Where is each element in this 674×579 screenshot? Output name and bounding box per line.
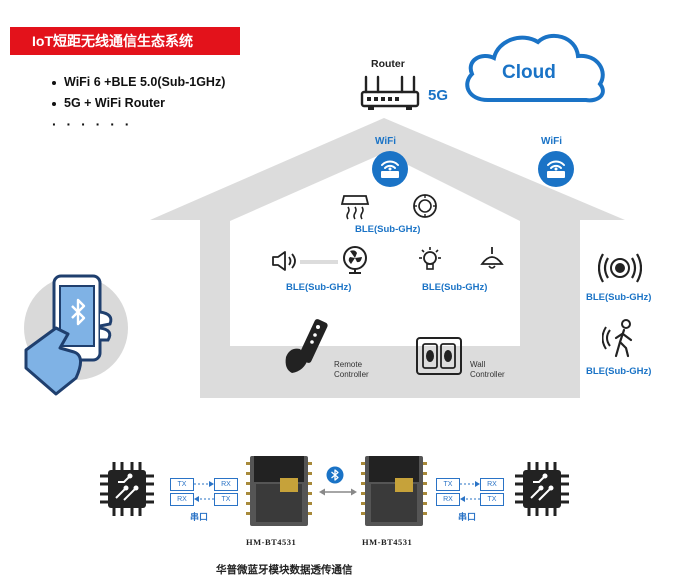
mcu-chip-icon — [515, 462, 569, 516]
washing-machine-icon — [413, 194, 437, 218]
fan-icon — [343, 246, 367, 274]
bluetooth-module-icon — [361, 456, 427, 526]
motion-sensor-icon — [602, 319, 633, 358]
router-icon — [360, 75, 420, 110]
tx-pin-label: TX — [170, 478, 194, 491]
rx-pin-label: RX — [436, 493, 460, 506]
serial-arrows — [194, 481, 214, 502]
tx-pin-label: TX — [214, 493, 238, 506]
cloud-icon — [465, 33, 605, 103]
range-hood-icon — [340, 195, 370, 220]
ble-label: BLE(Sub-GHz) — [286, 282, 352, 293]
bidirectional-arrow — [319, 488, 357, 496]
ble-label: BLE(Sub-GHz) — [586, 366, 652, 377]
tx-pin-label: TX — [436, 478, 460, 491]
alarm-sensor-icon — [598, 253, 642, 283]
page-title: IoT短距无线通信生态系统 — [10, 27, 240, 55]
ceiling-lamp-icon — [480, 247, 504, 269]
remote-control-icon — [285, 319, 328, 373]
wifi-label: WiFi — [375, 136, 397, 147]
serial-arrows — [460, 481, 480, 502]
cloud-label: Cloud — [502, 62, 556, 83]
5g-label: 5G — [428, 87, 449, 104]
wifi-label: WiFi — [541, 136, 563, 147]
more-ellipsis: · · · · · · — [52, 116, 133, 132]
ble-label: BLE(Sub-GHz) — [422, 282, 488, 293]
tx-pin-label: TX — [480, 493, 504, 506]
module-name: HM-BT4531 — [246, 537, 297, 547]
bluetooth-module-icon — [246, 456, 312, 526]
rx-pin-label: RX — [214, 478, 238, 491]
bottom-caption: 华普微蓝牙模块数据透传通信 — [216, 564, 353, 576]
rx-pin-label: RX — [480, 478, 504, 491]
feature-item: WiFi 6 +BLE 5.0(Sub-1GHz) — [52, 72, 225, 93]
module-name: HM-BT4531 — [362, 537, 413, 547]
bluetooth-icon — [326, 466, 344, 484]
rx-pin-label: RX — [170, 493, 194, 506]
ble-label: BLE(Sub-GHz) — [586, 292, 652, 303]
feature-item: 5G + WiFi Router — [52, 93, 225, 114]
bulb-icon — [419, 247, 441, 270]
serial-port-label: 串口 — [458, 512, 477, 522]
speaker-icon — [272, 251, 296, 271]
feature-list: WiFi 6 +BLE 5.0(Sub-1GHz) 5G + WiFi Rout… — [52, 72, 225, 114]
mcu-chip-icon — [100, 462, 154, 516]
serial-port-label: 串口 — [190, 512, 209, 522]
router-label: Router — [371, 58, 405, 70]
phone-bluetooth-icon — [24, 274, 128, 396]
wifi-router-icon — [372, 151, 408, 187]
wall-switch-icon — [416, 337, 462, 375]
ble-label: BLE(Sub-GHz) — [355, 224, 421, 235]
wifi-router-icon — [538, 151, 574, 187]
